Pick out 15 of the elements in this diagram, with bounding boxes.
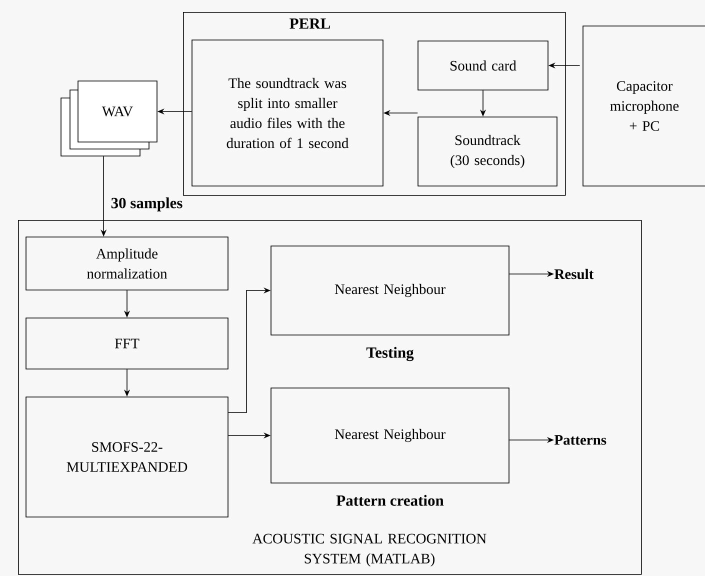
process-box: FFT bbox=[26, 318, 228, 370]
source-box: Capacitor microphone + PC bbox=[582, 26, 705, 186]
output-label: Result bbox=[554, 268, 594, 280]
process-box: Soundtrack (30 seconds) bbox=[418, 116, 558, 186]
process-box: The soundtrack was split into smaller audio files with the duration of 1 second bbox=[192, 40, 384, 186]
caption: Pattern creation bbox=[336, 494, 444, 506]
file-stack: WAV bbox=[60, 80, 158, 156]
caption: Testing bbox=[366, 346, 414, 362]
process-box: Nearest Neighbour bbox=[270, 388, 510, 484]
process-box: Nearest Neighbour bbox=[270, 246, 510, 336]
process-box: Amplitude normalization bbox=[26, 236, 228, 290]
output-label: Patterns bbox=[554, 435, 606, 445]
process-box: SMOFS-22-MULTIEXPANDED bbox=[26, 396, 228, 518]
process-box: Sound card bbox=[418, 40, 548, 90]
edge-label: 30 samples bbox=[111, 197, 182, 212]
